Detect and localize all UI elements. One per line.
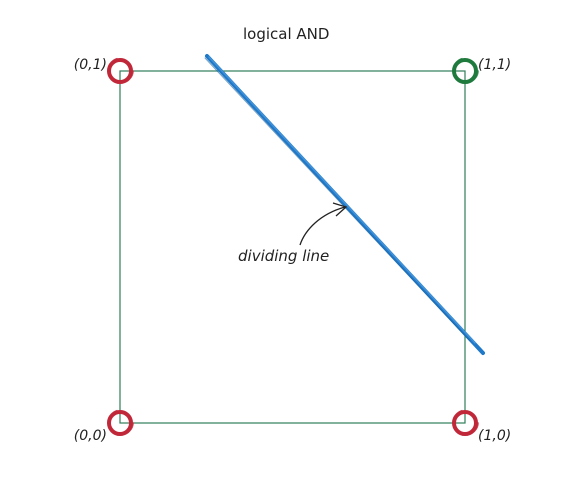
point-marker [452,410,478,436]
point-marker-stroke [107,409,134,436]
point-1-0: (1,0) [452,409,511,444]
annotation-arrow [299,202,348,246]
point-label: (1,0) [478,428,511,444]
point-marker [452,58,478,84]
diagram-title: logical AND [243,25,329,43]
point-1-1: (1,1) [452,57,511,84]
unit-square [119,70,466,424]
point-marker [107,58,133,84]
point-marker [107,410,133,436]
point-marker-stroke [107,57,134,84]
points-layer: (0,1) (1,1) (0,0) (1,0) [74,57,511,444]
point-marker-stroke [452,409,479,436]
point-label: (1,1) [478,57,511,73]
dividing-line-label: dividing line [238,247,329,265]
point-marker-stroke [452,57,479,84]
point-label: (0,0) [74,428,107,444]
point-label: (0,1) [74,57,107,73]
dividing-line [204,54,485,355]
point-0-0: (0,0) [74,409,134,444]
point-0-1: (0,1) [74,57,134,84]
